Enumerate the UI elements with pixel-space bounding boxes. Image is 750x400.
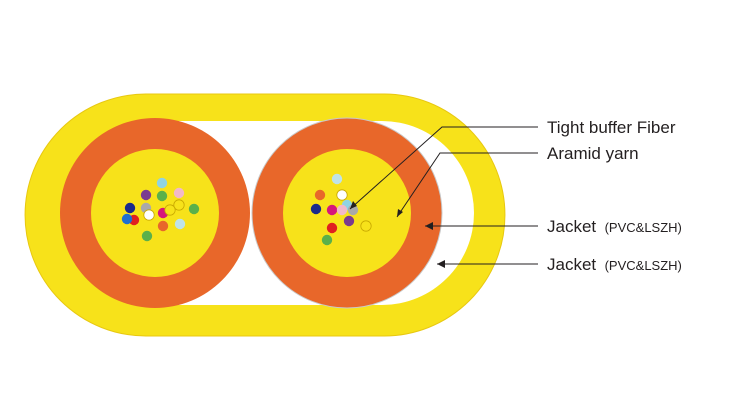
left-unit-fiber (140, 189, 152, 201)
left-unit-fiber (173, 187, 185, 199)
right-unit-fiber (326, 222, 338, 234)
left-unit-fiber (143, 209, 155, 221)
right-unit-fiber (310, 203, 322, 215)
right-inner-jacket-rim (251, 117, 443, 309)
label-inner-jacket: Jacket (PVC&LSZH) (547, 217, 682, 236)
label-outer-jacket-prefix: Jacket (547, 255, 596, 274)
leader-tight-buffer-fiber (349, 126, 538, 210)
left-unit-fiber (124, 202, 136, 214)
label-inner-jacket-material: (PVC&LSZH) (605, 220, 682, 235)
label-aramid-yarn: Aramid yarn (547, 144, 639, 163)
arrowhead-outer-jacket (437, 260, 445, 268)
left-unit-fiber (174, 218, 186, 230)
left-unit-fiber (156, 177, 168, 189)
right-unit-fiber (347, 204, 359, 216)
left-unit-fiber (164, 204, 176, 216)
right-unit-fiber (331, 173, 343, 185)
right-unit-fiber (336, 189, 348, 201)
left-unit-fiber (141, 230, 153, 242)
right-unit-fiber (314, 189, 326, 201)
label-outer-jacket: Jacket (PVC&LSZH) (547, 255, 682, 274)
right-fiber-bundle (310, 173, 372, 246)
leader-aramid-yarn (396, 152, 538, 218)
left-unit-fiber (121, 213, 133, 225)
arrowhead-inner-jacket (425, 222, 433, 230)
right-aramid-yarn (283, 149, 411, 277)
right-unit-fiber (343, 215, 355, 227)
left-aramid-yarn (91, 149, 219, 277)
label-tight-buffer-fiber: Tight buffer Fiber (547, 118, 676, 137)
right-unit-fiber (360, 220, 372, 232)
left-unit-fiber (156, 190, 168, 202)
right-unit-fiber (336, 204, 348, 216)
arrowhead-aramid-yarn (397, 209, 403, 217)
right-unit-fiber (326, 204, 338, 216)
leader-lines (349, 126, 538, 268)
left-unit-fiber (173, 199, 185, 211)
label-inner-jacket-prefix: Jacket (547, 217, 596, 236)
left-unit-fiber (188, 203, 200, 215)
right-unit-fiber (321, 234, 333, 246)
left-unit-fiber (157, 220, 169, 232)
left-fiber-bundle (121, 177, 200, 242)
label-outer-jacket-material: (PVC&LSZH) (605, 258, 682, 273)
arrowhead-tight-buffer-fiber (350, 201, 357, 209)
